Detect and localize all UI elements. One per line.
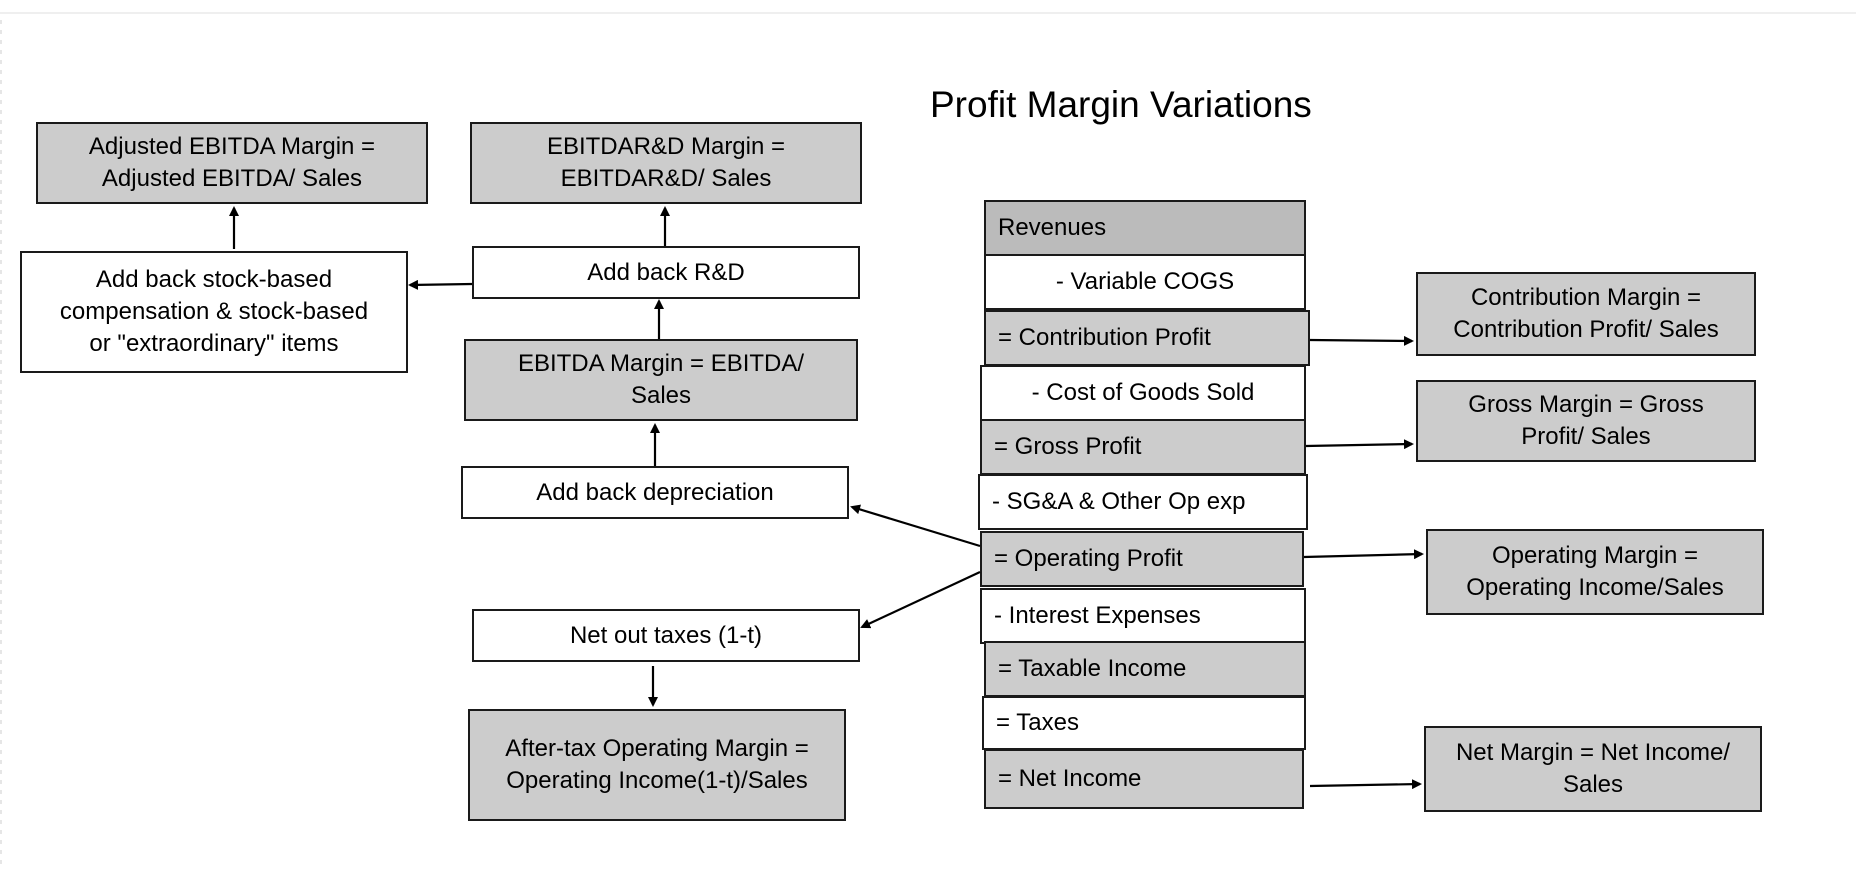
contribution-margin-text: Contribution Margin = Contribution Profi… — [1453, 284, 1719, 343]
stack-operating-profit: = Operating Profit — [980, 531, 1304, 587]
stack-variable-cogs-label: - Variable COGS — [1055, 268, 1235, 295]
stack-taxes: = Taxes — [982, 696, 1306, 750]
ebitda-margin-box: EBITDA Margin = EBITDA/ Sales — [464, 339, 858, 421]
stack-cost-of-goods-sold-label: - Cost of Goods Sold — [1031, 379, 1255, 406]
stack-contribution-profit: = Contribution Profit — [984, 310, 1310, 366]
left-edge-dots — [0, 20, 2, 870]
stack-sga: - SG&A & Other Op exp — [978, 474, 1308, 530]
stack-sga-label: - SG&A & Other Op exp — [992, 488, 1246, 515]
gross-margin-box: Gross Margin = Gross Profit/ Sales — [1416, 380, 1756, 462]
add-back-rd-box: Add back R&D — [472, 246, 860, 299]
stack-cost-of-goods-sold: - Cost of Goods Sold — [980, 365, 1306, 421]
operating-margin-box: Operating Margin = Operating Income/Sale… — [1426, 529, 1764, 615]
diagram-title: Profit Margin Variations — [930, 84, 1312, 125]
stack-interest-expenses: - Interest Expenses — [980, 588, 1306, 644]
net-out-taxes-text: Net out taxes (1-t) — [569, 621, 763, 649]
stack-revenues: Revenues — [984, 200, 1306, 256]
stack-net-income-label: = Net Income — [998, 765, 1142, 792]
add-back-rd-text: Add back R&D — [587, 258, 745, 286]
net-out-taxes-box: Net out taxes (1-t) — [472, 609, 860, 662]
operating-margin-text: Operating Margin = Operating Income/Sale… — [1466, 542, 1724, 601]
adjusted-ebitda-margin-box: Adjusted EBITDA Margin = Adjusted EBITDA… — [36, 122, 428, 204]
arrow-operating-to-taxes — [860, 571, 981, 629]
stack-contribution-profit-label: = Contribution Profit — [998, 324, 1211, 351]
contribution-margin-box: Contribution Margin = Contribution Profi… — [1416, 272, 1756, 356]
arrow-operating-to-depreciation — [850, 504, 981, 548]
add-back-sbc-box: Add back stock-based compensation & stoc… — [20, 251, 408, 373]
stack-interest-expenses-label: - Interest Expenses — [994, 602, 1201, 629]
arrow-operating-to-margin — [1303, 549, 1424, 560]
stack-taxable-income-label: = Taxable Income — [998, 655, 1187, 682]
arrow-net-income-to-margin — [1309, 779, 1422, 790]
net-margin-box: Net Margin = Net Income/ Sales — [1424, 726, 1762, 812]
arrow-gross-to-margin — [1305, 439, 1414, 450]
add-back-sbc-text: Add back stock-based compensation & stoc… — [59, 266, 369, 357]
stack-revenues-label: Revenues — [998, 214, 1107, 241]
add-back-depreciation-box: Add back depreciation — [461, 466, 849, 519]
arrow-contribution-to-margin — [1309, 335, 1414, 346]
ebitda-margin-text: EBITDA Margin = EBITDA/ Sales — [517, 350, 805, 409]
net-margin-text: Net Margin = Net Income/ Sales — [1455, 739, 1731, 798]
stack-taxable-income: = Taxable Income — [984, 641, 1306, 697]
stack-taxes-label: = Taxes — [996, 709, 1079, 736]
gross-margin-text: Gross Margin = Gross Profit/ Sales — [1468, 391, 1704, 450]
add-back-depreciation-text: Add back depreciation — [536, 478, 774, 506]
stack-net-income: = Net Income — [984, 749, 1304, 809]
after-tax-operating-margin-text: After-tax Operating Margin = Operating I… — [505, 735, 809, 794]
adjusted-ebitda-margin-text: Adjusted EBITDA Margin = Adjusted EBITDA… — [88, 133, 376, 192]
stack-gross-profit-label: = Gross Profit — [994, 433, 1142, 460]
top-divider — [0, 12, 1856, 14]
after-tax-operating-margin-box: After-tax Operating Margin = Operating I… — [468, 709, 846, 821]
stack-operating-profit-label: = Operating Profit — [994, 545, 1183, 572]
ebitdard-margin-text: EBITDAR&D Margin = EBITDAR&D/ Sales — [546, 133, 786, 192]
stack-variable-cogs: - Variable COGS — [984, 254, 1306, 310]
arrow-rd-to-sbc — [408, 279, 473, 290]
ebitdard-margin-box: EBITDAR&D Margin = EBITDAR&D/ Sales — [470, 122, 862, 204]
stack-gross-profit: = Gross Profit — [980, 419, 1306, 475]
